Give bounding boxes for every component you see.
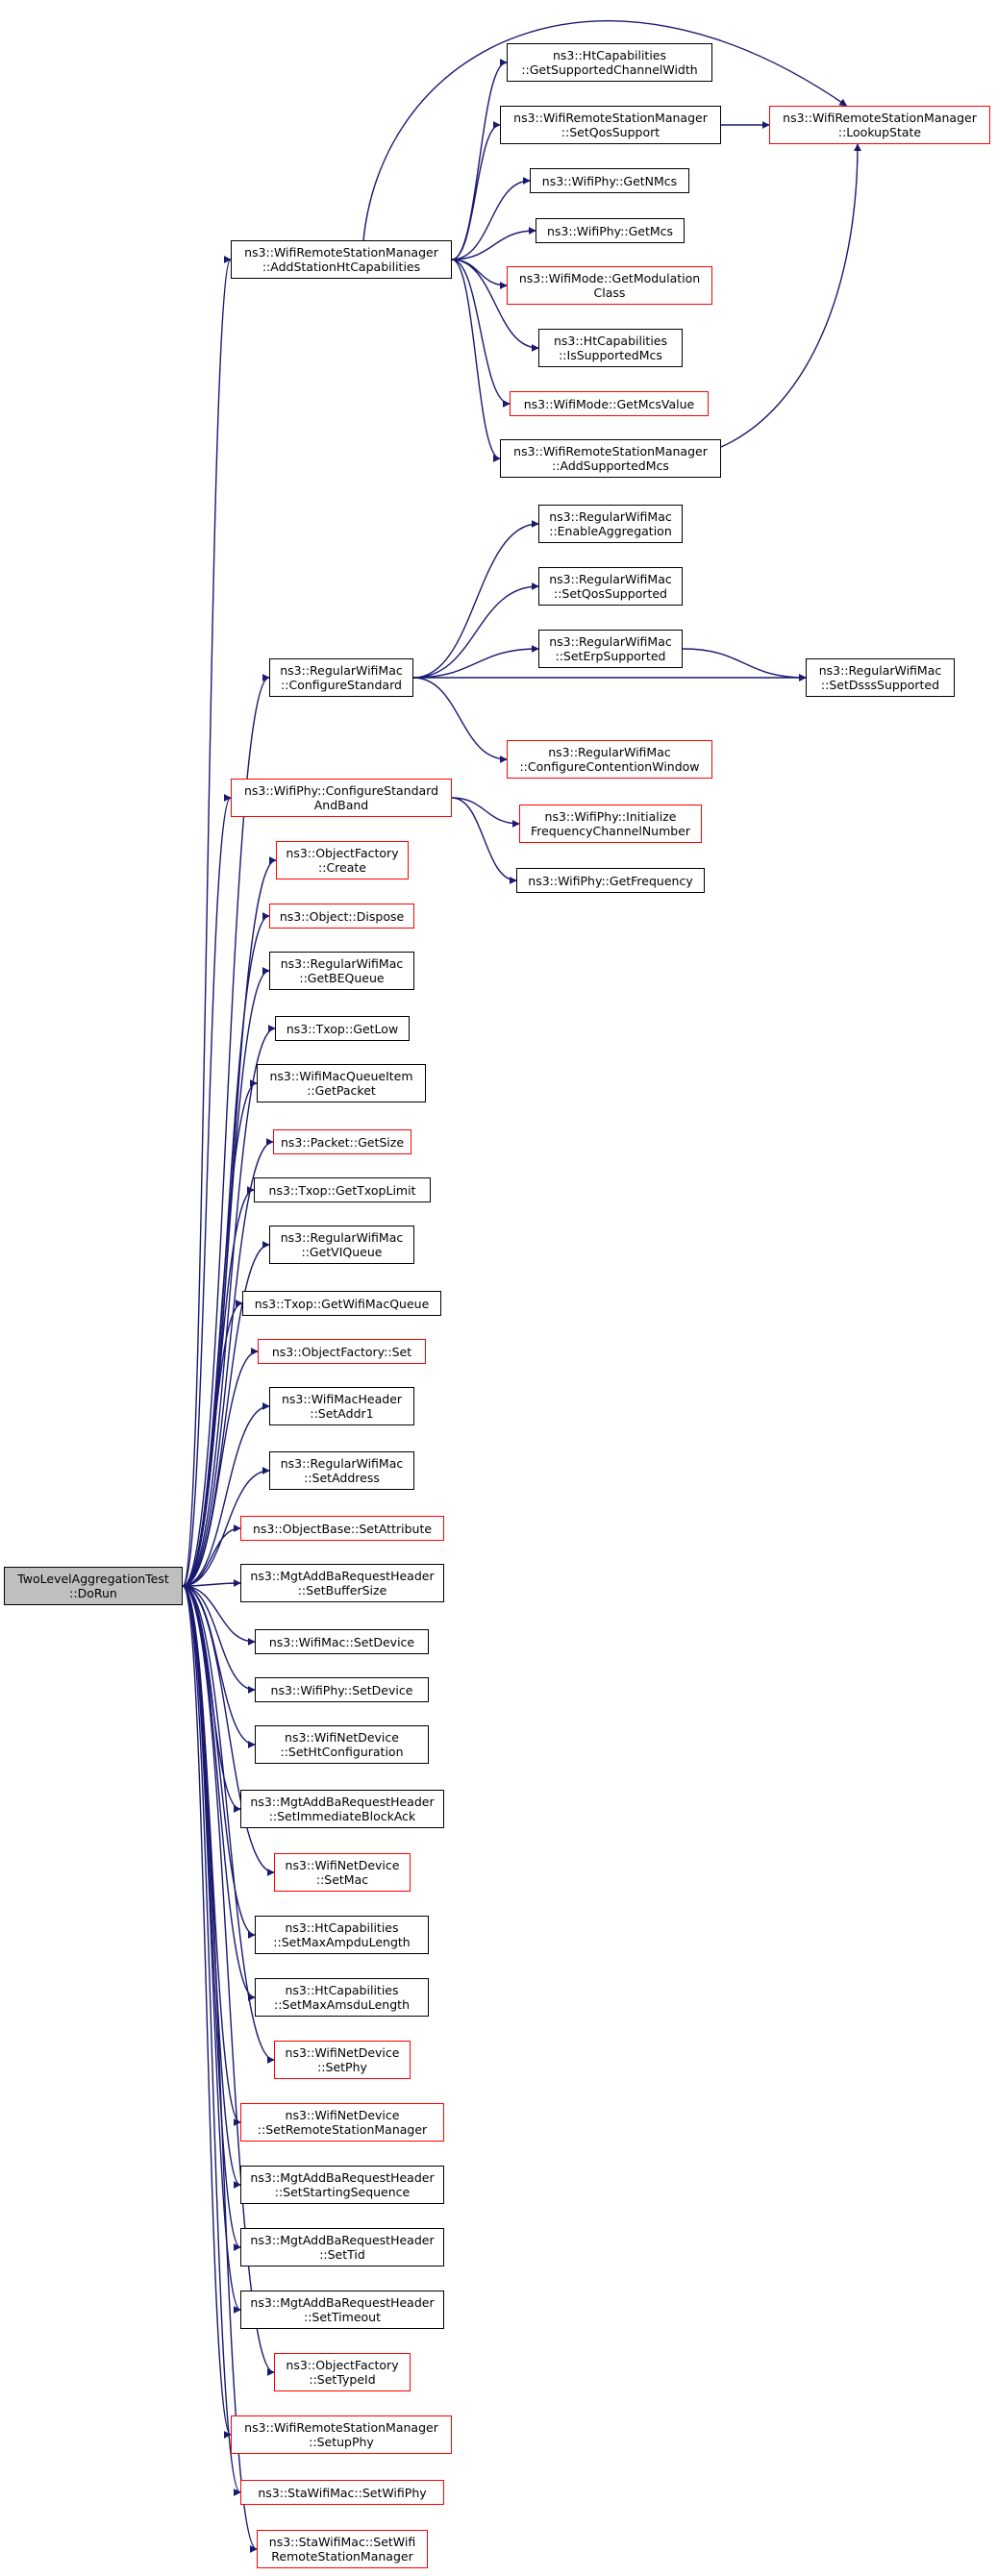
edge-add-station-ht-to-set-qos-support [451, 121, 501, 260]
node-set-qos-supported[interactable]: ns3::RegularWifiMac ::SetQosSupported [538, 567, 683, 606]
node-set-buffer-size[interactable]: ns3::MgtAddBaRequestHeader ::SetBufferSi… [240, 1564, 444, 1602]
edge-root-to-wifi-mac-set-device [182, 1585, 256, 1646]
edge-configure-standard-to-set-qos-supported [412, 582, 539, 679]
edge-root-to-sta-set-wifi-phy [182, 1585, 241, 2496]
edge-add-station-ht-to-is-supported-mcs [451, 259, 539, 352]
node-set-tid[interactable]: ns3::MgtAddBaRequestHeader ::SetTid [240, 2228, 444, 2266]
edge-root-to-queue-item-get-packet [182, 1079, 258, 1587]
node-wifi-mac-set-device[interactable]: ns3::WifiMac::SetDevice [255, 1629, 429, 1654]
node-ht-get-supported-channel-width[interactable]: ns3::HtCapabilities ::GetSupportedChanne… [507, 43, 712, 82]
node-object-factory-create[interactable]: ns3::ObjectFactory ::Create [276, 841, 409, 879]
edge-root-to-txop-get-low [182, 1025, 276, 1587]
node-get-wifi-mac-queue[interactable]: ns3::Txop::GetWifiMacQueue [242, 1291, 441, 1316]
edge-add-station-ht-to-get-n-mcs [451, 177, 531, 260]
edge-set-erp-supported-to-set-dsss-supported [682, 648, 807, 681]
edge-root-to-set-buffer-size [182, 1579, 241, 1588]
node-object-dispose[interactable]: ns3::Object::Dispose [269, 904, 414, 929]
node-set-qos-support[interactable]: ns3::WifiRemoteStationManager ::SetQosSu… [500, 106, 721, 144]
node-set-address[interactable]: ns3::RegularWifiMac ::SetAddress [269, 1451, 414, 1490]
edge-root-to-phy-configure-standard-and-band [182, 794, 232, 1587]
node-set-dsss-supported[interactable]: ns3::RegularWifiMac ::SetDsssSupported [806, 658, 955, 697]
node-get-mcs-value[interactable]: ns3::WifiMode::GetMcsValue [510, 391, 709, 416]
node-get-vi-queue[interactable]: ns3::RegularWifiMac ::GetVIQueue [269, 1226, 414, 1264]
node-set-attribute[interactable]: ns3::ObjectBase::SetAttribute [240, 1516, 444, 1541]
edge-root-to-net-device-set-mac [182, 1585, 275, 1876]
node-is-supported-mcs[interactable]: ns3::HtCapabilities ::IsSupportedMcs [538, 329, 683, 367]
node-get-txop-limit[interactable]: ns3::Txop::GetTxopLimit [254, 1177, 431, 1202]
node-net-device-set-mac[interactable]: ns3::WifiNetDevice ::SetMac [274, 1853, 411, 1892]
node-configure-standard[interactable]: ns3::RegularWifiMac ::ConfigureStandard [269, 658, 413, 697]
edge-add-station-ht-to-get-mcs [451, 227, 536, 260]
node-set-addr1[interactable]: ns3::WifiMacHeader ::SetAddr1 [269, 1387, 414, 1425]
edge-root-to-wifi-phy-set-device [182, 1585, 256, 1694]
node-set-starting-sequence[interactable]: ns3::MgtAddBaRequestHeader ::SetStarting… [240, 2166, 444, 2204]
node-set-max-amsdu-length[interactable]: ns3::HtCapabilities ::SetMaxAmsduLength [255, 1978, 429, 2017]
node-set-max-ampdu-length[interactable]: ns3::HtCapabilities ::SetMaxAmpduLength [255, 1916, 429, 1954]
edge-root-to-set-attribute [182, 1524, 241, 1587]
node-setup-phy[interactable]: ns3::WifiRemoteStationManager ::SetupPhy [231, 2415, 452, 2454]
edge-root-to-get-wifi-mac-queue [182, 1300, 243, 1587]
edge-add-supported-mcs-to-lookup-state [720, 143, 861, 448]
node-add-station-ht-capabilities[interactable]: ns3::WifiRemoteStationManager ::AddStati… [231, 240, 452, 279]
node-set-timeout[interactable]: ns3::MgtAddBaRequestHeader ::SetTimeout [240, 2291, 444, 2329]
node-add-supported-mcs[interactable]: ns3::WifiRemoteStationManager ::AddSuppo… [500, 439, 721, 478]
node-get-frequency[interactable]: ns3::WifiPhy::GetFrequency [516, 868, 705, 893]
node-net-device-set-phy[interactable]: ns3::WifiNetDevice ::SetPhy [274, 2041, 411, 2079]
node-set-remote-station-manager[interactable]: ns3::WifiNetDevice ::SetRemoteStationMan… [240, 2103, 444, 2142]
edge-root-to-add-station-ht [182, 256, 232, 1587]
edge-root-to-set-max-ampdu-length [182, 1585, 256, 1939]
node-lookup-state[interactable]: ns3::WifiRemoteStationManager ::LookupSt… [769, 106, 990, 144]
edge-root-to-set-addr1 [182, 1402, 270, 1587]
node-get-n-mcs[interactable]: ns3::WifiPhy::GetNMcs [530, 168, 689, 193]
edge-root-to-object-factory-set [182, 1348, 259, 1587]
edge-root-to-configure-standard [182, 674, 270, 1587]
node-enable-aggregation[interactable]: ns3::RegularWifiMac ::EnableAggregation [538, 505, 683, 543]
edge-root-to-set-timeout [182, 1585, 241, 2314]
edge-add-station-ht-to-add-supported-mcs [451, 259, 501, 462]
node-set-ht-configuration[interactable]: ns3::WifiNetDevice ::SetHtConfiguration [255, 1725, 429, 1764]
edge-configure-standard-to-enable-aggregation [412, 520, 539, 679]
node-initialize-frequency-channel-number[interactable]: ns3::WifiPhy::Initialize FrequencyChanne… [519, 805, 702, 843]
edge-phy-configure-standard-and-band-to-initialize-frequency-channel-number [451, 797, 520, 828]
node-twolevelaggregationtest-dorun: TwoLevelAggregationTest ::DoRun [4, 1567, 183, 1605]
node-set-erp-supported[interactable]: ns3::RegularWifiMac ::SetErpSupported [538, 630, 683, 668]
edge-root-to-packet-get-size [182, 1138, 274, 1587]
edge-root-to-setup-phy [182, 1585, 232, 2439]
node-queue-item-get-packet[interactable]: ns3::WifiMacQueueItem ::GetPacket [257, 1064, 426, 1102]
edge-add-station-ht-to-lookup-state [362, 20, 848, 241]
node-wifi-phy-set-device[interactable]: ns3::WifiPhy::SetDevice [255, 1677, 429, 1702]
node-sta-set-wifi-phy[interactable]: ns3::StaWifiMac::SetWifiPhy [240, 2480, 444, 2505]
node-set-type-id[interactable]: ns3::ObjectFactory ::SetTypeId [274, 2353, 411, 2391]
edge-configure-standard-to-configure-contention-window [412, 677, 508, 763]
edge-root-to-net-device-set-phy [182, 1585, 275, 2064]
node-get-modulation-class[interactable]: ns3::WifiMode::GetModulation Class [507, 266, 712, 305]
edge-add-station-ht-to-ht-get-supported-channel-width [451, 59, 508, 260]
node-packet-get-size[interactable]: ns3::Packet::GetSize [273, 1129, 411, 1154]
node-set-immediate-block-ack[interactable]: ns3::MgtAddBaRequestHeader ::SetImmediat… [240, 1790, 444, 1828]
edge-configure-standard-to-set-erp-supported [412, 645, 539, 679]
node-object-factory-set[interactable]: ns3::ObjectFactory::Set [258, 1339, 426, 1364]
node-get-mcs[interactable]: ns3::WifiPhy::GetMcs [536, 218, 685, 243]
node-get-be-queue[interactable]: ns3::RegularWifiMac ::GetBEQueue [269, 952, 414, 990]
edge-phy-configure-standard-and-band-to-get-frequency [451, 797, 517, 884]
edge-add-station-ht-to-get-mcs-value [451, 259, 511, 408]
node-txop-get-low[interactable]: ns3::Txop::GetLow [275, 1016, 410, 1041]
node-phy-configure-standard-and-band[interactable]: ns3::WifiPhy::ConfigureStandard AndBand [231, 779, 452, 817]
edge-root-to-set-max-amsdu-length [182, 1585, 256, 2001]
node-sta-set-wifi-remote-station-manager[interactable]: ns3::StaWifiMac::SetWifi RemoteStationMa… [257, 2530, 428, 2568]
edge-root-to-sta-set-wifi-remote-station-manager [182, 1585, 258, 2553]
node-configure-contention-window[interactable]: ns3::RegularWifiMac ::ConfigureContentio… [507, 740, 712, 779]
